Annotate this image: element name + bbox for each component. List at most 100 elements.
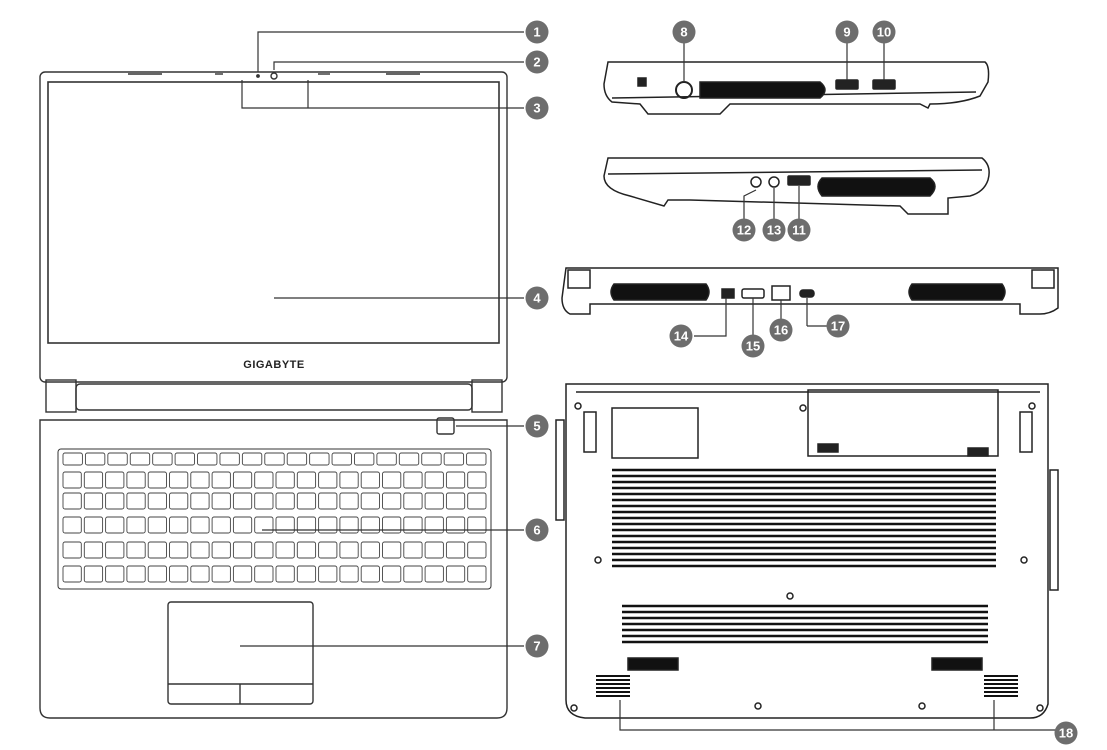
callout-badge (835, 20, 859, 44)
callout-number: 17 (831, 319, 845, 334)
keyboard-key (382, 565, 402, 583)
keyboard-key (169, 565, 189, 583)
bottom-speakers (596, 675, 1018, 697)
keyboard-key (398, 452, 420, 466)
keyboard-key (424, 516, 444, 534)
keyboard-key (254, 541, 274, 559)
keyboard-key (296, 471, 317, 489)
keyboard-key (105, 565, 125, 583)
keyboard (57, 448, 492, 590)
callout-number: 9 (843, 25, 850, 40)
keyboard-key (232, 516, 253, 534)
keyboard-key (445, 541, 466, 559)
callout-badge (787, 218, 811, 242)
power-jack (675, 81, 693, 99)
keyboard-key (254, 516, 274, 534)
callout-number: 13 (767, 223, 781, 238)
callout-2: 2 (525, 50, 549, 74)
keyboard-key (105, 492, 125, 510)
keyboard-key (126, 541, 146, 559)
keyboard-key (83, 516, 104, 534)
keyboard-key (211, 492, 231, 510)
callout-number: 10 (877, 25, 891, 40)
keyboard-key (254, 492, 274, 510)
callout-badge (525, 96, 549, 120)
keyboard-key (275, 541, 295, 559)
keyboard-key (126, 492, 146, 510)
lock-switch-left (817, 443, 839, 453)
audio-jack-12 (750, 176, 762, 188)
keyboard-key (296, 541, 317, 559)
callout-badge (741, 334, 765, 358)
keyboard-key (129, 452, 151, 466)
keyboard-key (83, 541, 104, 559)
keyboard-key (126, 516, 146, 534)
keyboard-key (83, 565, 104, 583)
keyboard-key (275, 516, 295, 534)
keyboard-key (241, 452, 263, 466)
laptop-lid (39, 71, 508, 383)
keyboard-key (147, 492, 167, 510)
keyboard-key (382, 492, 402, 510)
keyboard-key (275, 471, 295, 489)
keyboard-key (190, 471, 210, 489)
keyboard-key (360, 516, 380, 534)
keyboard-key (147, 471, 167, 489)
keyboard-key (376, 452, 397, 466)
power-button (436, 417, 455, 435)
side-vent-right (699, 81, 826, 99)
keyboard-key (445, 471, 466, 489)
leader-lines (240, 31, 1066, 731)
laptop-bottom-view (555, 383, 1059, 719)
keyboard-key (107, 452, 128, 466)
bottom-ventilation-grilles (612, 468, 996, 644)
keyboard-key (174, 452, 195, 466)
keyboard-key (62, 565, 82, 583)
callout-badge (732, 218, 756, 242)
keyboard-key (62, 492, 82, 510)
keyboard-keys (62, 452, 487, 583)
keyboard-key (424, 471, 444, 489)
keyboard-key (152, 452, 173, 466)
keyboard-key (275, 565, 295, 583)
keyboard-key (147, 516, 167, 534)
callout-8: 8 (672, 20, 696, 44)
keyboard-key (318, 541, 338, 559)
keyboard-key (424, 541, 444, 559)
callout-number: 7 (533, 639, 540, 654)
keyboard-key (354, 452, 375, 466)
keyboard-key (211, 541, 231, 559)
keyboard-key (467, 492, 487, 510)
callout-17: 17 (826, 314, 850, 338)
keyboard-key (467, 471, 487, 489)
callout-badge (1054, 721, 1078, 745)
rear-vent-right (908, 283, 1006, 301)
callout-number: 1 (533, 25, 540, 40)
callout-14: 14 (669, 324, 693, 348)
rubber-foot-right (931, 657, 983, 671)
keyboard-key (403, 565, 423, 583)
keyboard-key (211, 471, 231, 489)
callout-badge (672, 20, 696, 44)
keyboard-key (169, 541, 189, 559)
keyboard-key (443, 452, 465, 466)
keyboard-key (360, 492, 380, 510)
callout-number: 4 (533, 291, 541, 306)
usb-port-11 (787, 175, 811, 186)
keyboard-key (84, 452, 106, 466)
laptop-right-side-view (603, 61, 990, 115)
rear-vent-left (610, 283, 710, 301)
side-vent-left (817, 177, 936, 197)
callout-4: 4 (525, 286, 549, 310)
keyboard-key (105, 516, 125, 534)
keyboard-key (232, 565, 253, 583)
keyboard-key (309, 452, 330, 466)
keyboard-key (382, 541, 402, 559)
battery-cover (807, 389, 999, 457)
brand-logo: GIGABYTE (243, 359, 304, 371)
laptop-base (39, 419, 508, 719)
keyboard-key (331, 452, 352, 466)
keyboard-key (190, 541, 210, 559)
